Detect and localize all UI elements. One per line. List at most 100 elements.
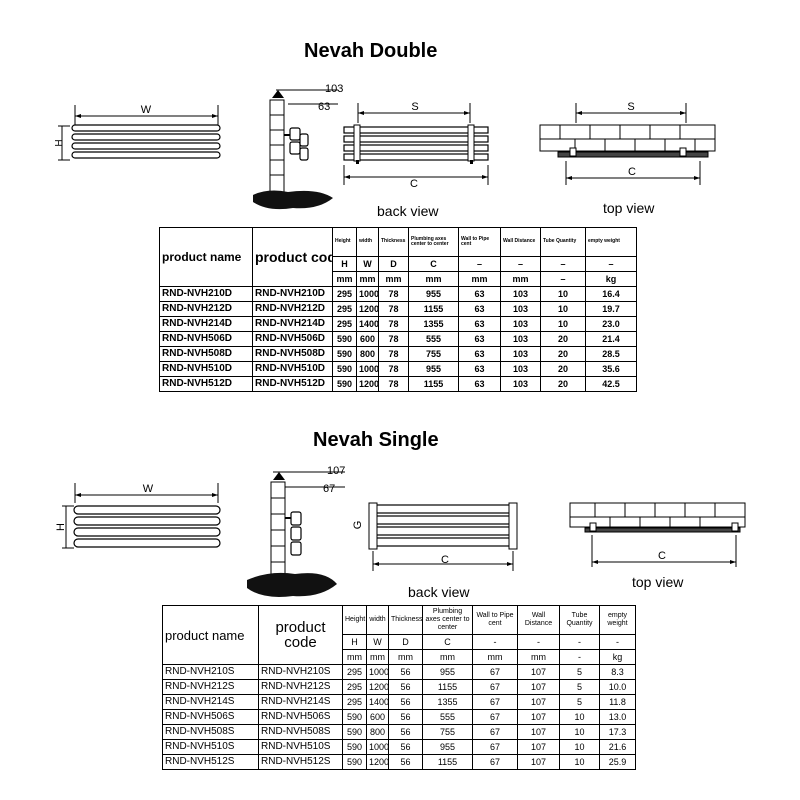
spec-value-cell: 107 bbox=[517, 754, 560, 770]
spec-value-cell: 5 bbox=[559, 694, 600, 710]
single-unit-cell: mm bbox=[422, 649, 473, 665]
spec-value-cell: 67 bbox=[472, 694, 518, 710]
single-front-h-label: H bbox=[55, 523, 67, 531]
spec-value-cell: 590 bbox=[332, 376, 357, 392]
spec-value-cell: 590 bbox=[342, 739, 367, 755]
single-symbol-cell: D bbox=[388, 634, 423, 650]
spec-value-cell: 295 bbox=[332, 301, 357, 317]
spec-value-cell: 1000 bbox=[366, 739, 389, 755]
spec-value-cell: 107 bbox=[517, 709, 560, 725]
single-col-header: Wall Distance bbox=[517, 605, 560, 635]
spec-value-cell: 10 bbox=[559, 739, 600, 755]
spec-value-cell: 23.0 bbox=[585, 316, 637, 332]
double-side-depth-outer-label: 103 bbox=[325, 83, 343, 95]
single-back-c-label: C bbox=[441, 554, 449, 566]
double-front-view-diagram: W H bbox=[54, 104, 221, 161]
product-name-cell: RND-NVH512D bbox=[159, 376, 253, 392]
double-col-header: Tube Quantity bbox=[540, 227, 586, 257]
spec-value-cell: 955 bbox=[422, 739, 473, 755]
spec-value-cell: 103 bbox=[500, 361, 541, 377]
spec-value-cell: 1155 bbox=[408, 301, 459, 317]
spec-value-cell: 63 bbox=[458, 346, 501, 362]
spec-value-cell: 955 bbox=[408, 361, 459, 377]
double-top-s-label: S bbox=[627, 101, 634, 113]
single-col-header: Plumbing axes center to center bbox=[422, 605, 473, 635]
product-name-cell: RND-NVH212S bbox=[162, 679, 259, 695]
double-product-code-header: product code bbox=[252, 227, 333, 287]
spec-value-cell: 107 bbox=[517, 739, 560, 755]
product-name-cell: RND-NVH510S bbox=[162, 739, 259, 755]
product-name-cell: RND-NVH214S bbox=[162, 694, 259, 710]
spec-value-cell: 590 bbox=[342, 709, 367, 725]
spec-value-cell: 10 bbox=[540, 301, 586, 317]
double-unit-cell: mm bbox=[378, 271, 409, 287]
spec-value-cell: 28.5 bbox=[585, 346, 637, 362]
spec-value-cell: 56 bbox=[388, 694, 423, 710]
spec-value-cell: 42.5 bbox=[585, 376, 637, 392]
spec-value-cell: 955 bbox=[422, 664, 473, 680]
spec-value-cell: 17.3 bbox=[599, 724, 636, 740]
spec-value-cell: 21.4 bbox=[585, 331, 637, 347]
double-unit-cell: mm bbox=[356, 271, 379, 287]
double-unit-cell: mm bbox=[408, 271, 459, 287]
double-top-view-diagram: S C bbox=[539, 101, 716, 185]
double-table-symbol-row: H W D C – – – – bbox=[160, 256, 637, 272]
double-table-unit-row: mm mm mm mm mm mm – kg bbox=[160, 271, 637, 287]
spec-value-cell: 56 bbox=[388, 754, 423, 770]
double-product-name-header: product name bbox=[159, 227, 253, 287]
spec-value-cell: 35.6 bbox=[585, 361, 637, 377]
product-code-cell: RND-NVH508S bbox=[258, 724, 343, 740]
single-side-depth-outer-label: 107 bbox=[327, 465, 345, 477]
product-name-cell: RND-NVH512S bbox=[162, 754, 259, 770]
single-unit-cell: mm bbox=[366, 649, 389, 665]
spec-value-cell: 10 bbox=[559, 754, 600, 770]
spec-value-cell: 20 bbox=[540, 331, 586, 347]
spec-value-cell: 10 bbox=[559, 709, 600, 725]
spec-value-cell: 590 bbox=[332, 331, 357, 347]
single-back-view-diagram: G C bbox=[352, 502, 518, 571]
double-col-header: empty weight bbox=[585, 227, 637, 257]
single-top-view-caption: top view bbox=[632, 574, 684, 590]
single-symbol-cell: - bbox=[472, 634, 518, 650]
spec-value-cell: 10.0 bbox=[599, 679, 636, 695]
spec-value-cell: 1200 bbox=[366, 754, 389, 770]
double-back-s-label: S bbox=[411, 101, 418, 113]
single-symbol-cell: H bbox=[342, 634, 367, 650]
spec-value-cell: 103 bbox=[500, 286, 541, 302]
spec-value-cell: 67 bbox=[472, 679, 518, 695]
single-top-c-label: C bbox=[658, 550, 666, 562]
single-col-header: empty weight bbox=[599, 605, 636, 635]
spec-value-cell: 78 bbox=[378, 376, 409, 392]
spec-value-cell: 107 bbox=[517, 679, 560, 695]
spec-value-cell: 78 bbox=[378, 286, 409, 302]
product-code-cell: RND-NVH506D bbox=[252, 331, 333, 347]
spec-value-cell: 20 bbox=[540, 376, 586, 392]
spec-value-cell: 78 bbox=[378, 301, 409, 317]
product-code-cell: RND-NVH512S bbox=[258, 754, 343, 770]
spec-value-cell: 103 bbox=[500, 376, 541, 392]
double-symbol-cell: – bbox=[500, 256, 541, 272]
product-code-cell: RND-NVH510S bbox=[258, 739, 343, 755]
spec-value-cell: 10 bbox=[559, 724, 600, 740]
double-title: Nevah Double bbox=[304, 40, 438, 62]
spec-value-cell: 590 bbox=[342, 724, 367, 740]
product-code-cell: RND-NVH214S bbox=[258, 694, 343, 710]
single-col-header: Wall to Pipe cent bbox=[472, 605, 518, 635]
product-code-cell: RND-NVH508D bbox=[252, 346, 333, 362]
spec-value-cell: 8.3 bbox=[599, 664, 636, 680]
spec-value-cell: 295 bbox=[342, 694, 367, 710]
spec-value-cell: 56 bbox=[388, 724, 423, 740]
spec-value-cell: 10 bbox=[540, 286, 586, 302]
double-symbol-cell: – bbox=[585, 256, 637, 272]
single-symbol-cell: W bbox=[366, 634, 389, 650]
spec-value-cell: 63 bbox=[458, 316, 501, 332]
single-product-code-header: product code bbox=[258, 605, 343, 665]
spec-value-cell: 78 bbox=[378, 361, 409, 377]
spec-value-cell: 103 bbox=[500, 346, 541, 362]
spec-value-cell: 1155 bbox=[422, 679, 473, 695]
